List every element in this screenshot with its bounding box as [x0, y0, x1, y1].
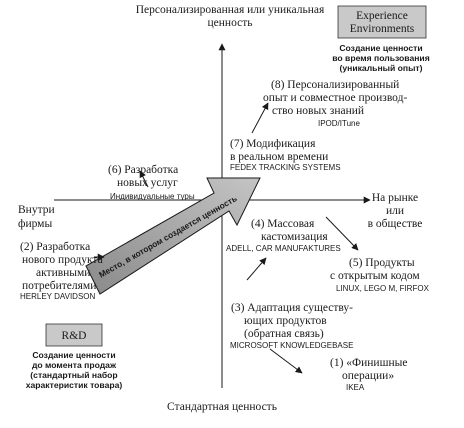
item-7-example: FEDEX TRACKING SYSTEMS — [230, 163, 341, 172]
axis-right-label: На рынке — [372, 192, 418, 204]
item-1-label: (1) «Финишные — [330, 357, 407, 369]
arrow-to-item-4 — [246, 257, 267, 281]
item-2: (2) Разработка нового продукта активными… — [20, 241, 103, 301]
rd-desc-2: до момента продаж — [32, 360, 117, 370]
item-6-label-2: новых услуг — [117, 177, 178, 189]
item-2-label-3: активными — [36, 267, 90, 279]
item-1-label-2: операции» — [342, 370, 394, 382]
item-2-label-4: потребителями — [22, 280, 96, 292]
item-3-example: MICROSOFT KNOWLEDGEBASE — [230, 341, 353, 350]
item-1: (1) «Финишные операции» IKEA — [330, 357, 407, 392]
axis-top-label: Персонализированная или уникальная — [136, 4, 325, 16]
item-1-example: IKEA — [346, 383, 365, 392]
item-4-label: (4) Массовая — [251, 218, 315, 230]
rd-box-label: R&D — [62, 330, 87, 342]
rd-desc-4: характеристик товара) — [26, 380, 123, 390]
item-2-label-2: нового продукта — [22, 254, 103, 266]
item-7-label: (7) Модификация — [230, 138, 316, 150]
experience-box-label: Experience — [356, 10, 408, 22]
item-8-example: IPOD/ITune — [318, 119, 360, 128]
axis-right-label-2: или — [386, 205, 404, 217]
rd-desc-3: (стандартный набор — [30, 370, 117, 380]
item-4-label-2: кастомизация — [261, 231, 328, 243]
item-3-label: (3) Адаптация существу- — [231, 302, 353, 314]
item-6-example: Индивидуальные туры — [110, 192, 195, 201]
item-4-example: ADELL, CAR MANUFAKTURES — [226, 244, 341, 253]
axis-left-label-2: фирмы — [18, 218, 52, 230]
item-5-example: LINUX, LEGO M, FIRFOX — [336, 284, 430, 293]
axis-right-label-3: в обществе — [368, 218, 423, 230]
experience-desc: Создание ценности — [339, 43, 422, 53]
item-6: (6) Разработка новых услуг Индивидуальны… — [108, 164, 195, 201]
item-4: (4) Массовая кастомизация ADELL, CAR MAN… — [226, 218, 341, 253]
arrow-to-item-1 — [269, 348, 303, 374]
experience-box-label-2: Environments — [350, 23, 415, 35]
item-8-label-3: ство новых знаний — [272, 105, 364, 117]
item-6-label: (6) Разработка — [108, 164, 178, 176]
rd-box — [45, 323, 103, 347]
item-3: (3) Адаптация существу- ющих продуктов (… — [230, 302, 353, 350]
item-5-label: (5) Продукты — [349, 257, 415, 269]
rd-desc: Создание ценности — [32, 350, 115, 360]
arrow-to-item-6 — [139, 170, 149, 188]
experience-desc-3: (уникальный опыт) — [340, 63, 423, 73]
item-3-label-3: (обратная связь) — [244, 328, 324, 340]
item-5: (5) Продукты с открытым кодом LINUX, LEG… — [330, 257, 430, 293]
axis-top-label-2: ценность — [208, 17, 253, 29]
item-5-label-2: с открытым кодом — [330, 270, 420, 282]
item-2-label: (2) Разработка — [20, 241, 90, 253]
axis-left-label: Внутри — [18, 204, 55, 216]
experience-desc-2: во время пользования — [332, 53, 429, 63]
item-8-label-2: опыт и совместное производ- — [263, 92, 407, 104]
item-8-label: (8) Персонализированный — [271, 79, 399, 91]
item-3-label-2: ющих продуктов — [244, 315, 327, 327]
axis-bottom-label: Стандартная ценность — [167, 401, 277, 413]
arrow-to-item-5 — [325, 216, 359, 251]
arrow-to-item-8 — [251, 102, 269, 134]
item-2-example: HERLEY DAVIDSON — [20, 292, 96, 301]
diagonal-arrow-label: Место, в котором создается ценность — [97, 193, 239, 280]
experience-box — [337, 5, 427, 39]
item-7-label-2: в реальном времени — [230, 151, 328, 163]
item-7: (7) Модификация в реальном времени FEDEX… — [230, 138, 341, 172]
item-8: (8) Персонализированный опыт и совместно… — [263, 79, 407, 128]
